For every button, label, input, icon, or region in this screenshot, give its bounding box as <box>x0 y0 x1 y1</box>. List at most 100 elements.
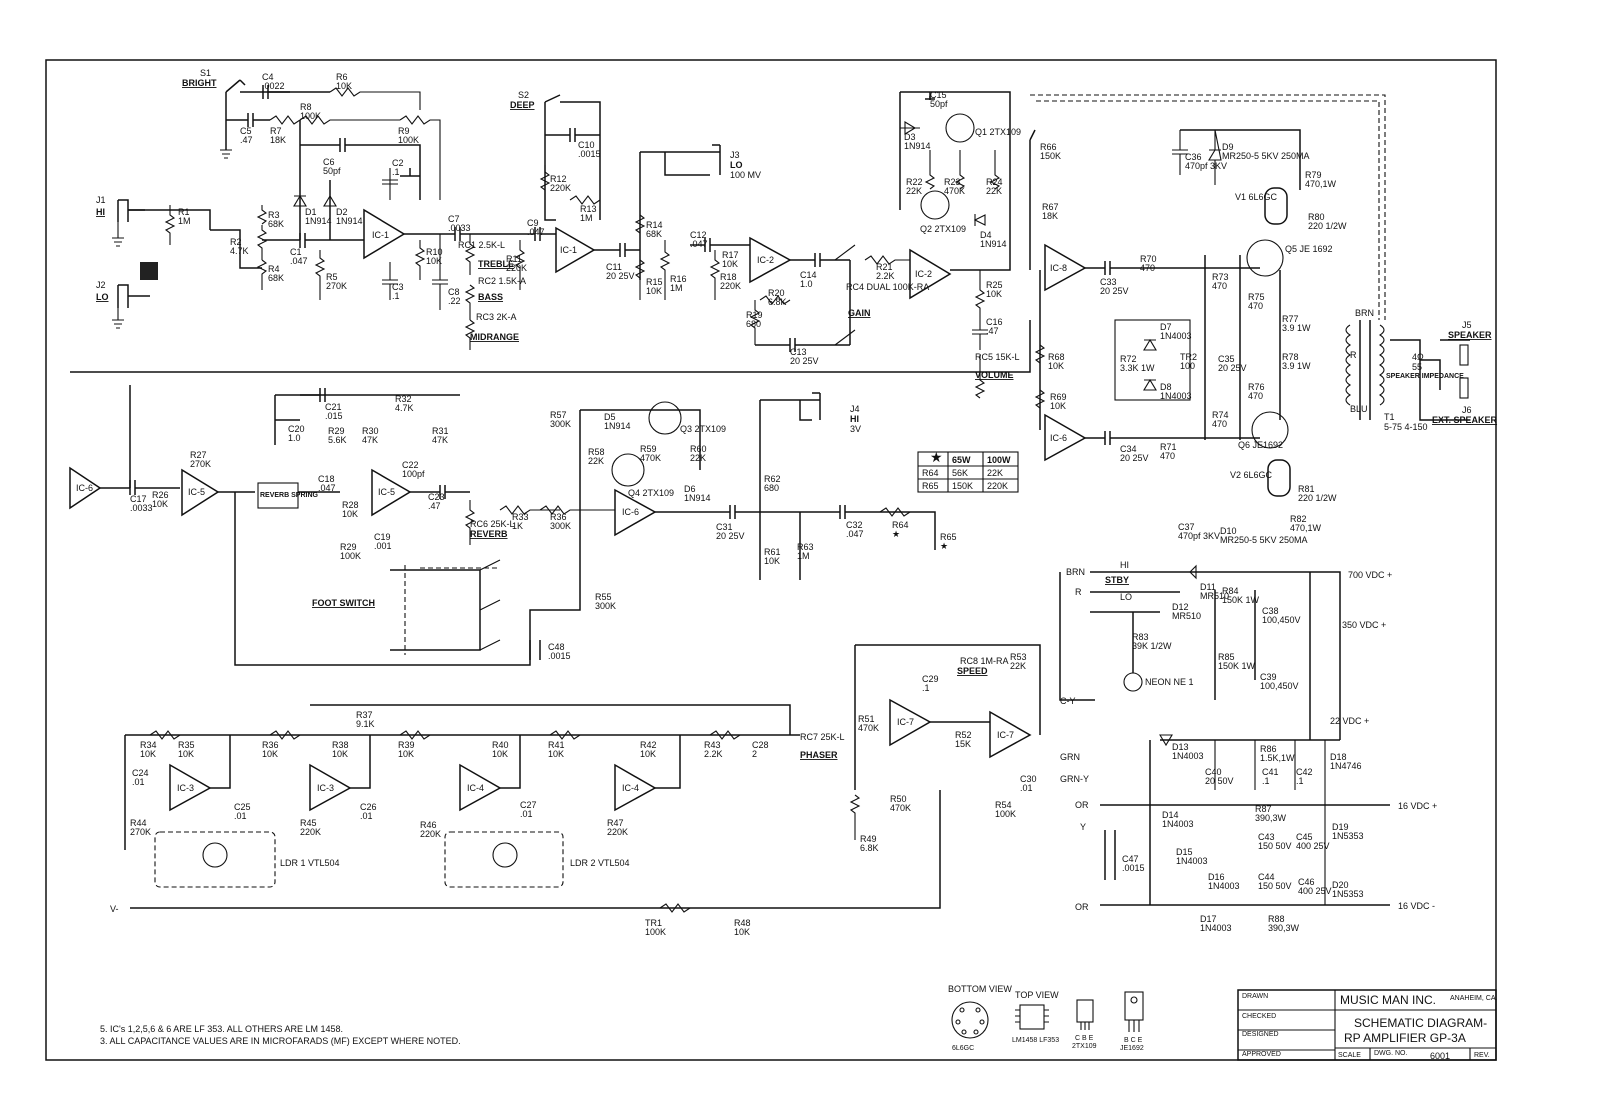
wire-brn2-label: BRN <box>1355 308 1374 318</box>
drawn-label: DRAWN <box>1242 993 1268 1000</box>
component-label-r65: R65★ <box>940 532 957 551</box>
preamp-stage-2 <box>514 94 640 290</box>
volume-label: VOLUME <box>975 370 1014 380</box>
component-label-c4: C4.0022 <box>262 72 285 91</box>
reverb-section <box>69 320 1031 666</box>
input-stage <box>112 79 470 329</box>
ic4-label: IC-4 <box>467 783 484 793</box>
component-label-c1: C1.047 <box>290 247 308 266</box>
component-label-c29: C29.1 <box>922 674 939 693</box>
component-label-c26: C26.01 <box>360 802 377 821</box>
rc2-label: RC2 1.5K-A <box>478 276 526 286</box>
component-label-c21: C21.015 <box>325 402 343 421</box>
component-label-c12: C12.047 <box>690 230 708 249</box>
transistor-a-label: 2TX109 <box>1072 1043 1097 1050</box>
bright-label: BRIGHT <box>182 78 217 88</box>
table-r2-part: R65 <box>922 481 939 491</box>
phaser-label: PHASER <box>800 750 838 760</box>
table-h1: 65W <box>952 455 971 465</box>
rail-700-label: 700 VDC + <box>1348 570 1392 580</box>
component-label-c41: C41.1 <box>1262 767 1279 786</box>
table-h2: 100W <box>987 455 1011 465</box>
speed-label: SPEED <box>957 666 988 676</box>
company-location: ANAHEIM, CA. <box>1450 995 1498 1002</box>
stby-label: STBY <box>1105 575 1129 585</box>
j3-label: J3 <box>730 150 740 160</box>
q3-label: Q3 2TX109 <box>680 424 726 434</box>
q1-label: Q1 2TX109 <box>975 127 1021 137</box>
wire-or2-label: OR <box>1075 902 1089 912</box>
rc4-label: RC4 DUAL 100K-RA <box>846 282 929 292</box>
q4-label: Q4 2TX109 <box>628 488 674 498</box>
designed-label: DESIGNED <box>1242 1031 1279 1038</box>
tap-4-label: 4Ω <box>1412 352 1424 362</box>
dwg-no: 6001 <box>1430 1051 1450 1061</box>
gain-label: GAIN <box>848 308 871 318</box>
pinout-views: BOTTOM VIEW 6L6GC TOP VIEW LM1458 LF353 … <box>948 984 1144 1052</box>
component-label-c9: C9.047 <box>527 218 545 237</box>
component-label-c32: C32.047 <box>846 520 864 539</box>
rail-16n-label: 16 VDC - <box>1398 901 1435 911</box>
wire-y-label: Y <box>1080 822 1086 832</box>
component-label-c24: C24.01 <box>132 768 149 787</box>
v2-label: V2 6L6GC <box>1230 470 1273 480</box>
component-label-c10: C10.0015 <box>578 140 601 159</box>
ldr2-label: LDR 2 VTL504 <box>570 858 630 868</box>
power-amp-driver <box>1029 94 1470 497</box>
checked-label: CHECKED <box>1242 1013 1276 1020</box>
power-supply <box>1059 564 1390 906</box>
v-minus-label: V- <box>110 904 119 914</box>
t1-taps-label: 5-75 4-150 <box>1384 422 1428 432</box>
clipping-network <box>899 91 1011 399</box>
bass-label: BASS <box>478 292 503 302</box>
ic2-label: IC-2 <box>757 255 774 265</box>
